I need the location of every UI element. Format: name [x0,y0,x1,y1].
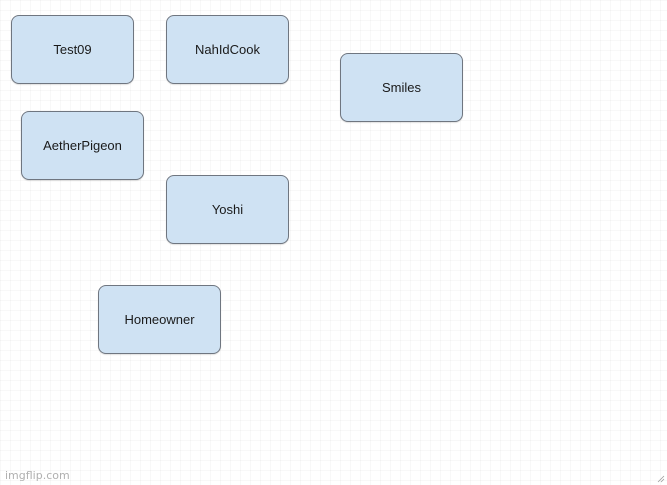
node-label: Smiles [381,80,421,95]
watermark: imgflip.com [5,469,70,482]
resize-grip-icon[interactable] [657,475,665,483]
node-label: Yoshi [211,202,244,217]
node-homeowner[interactable]: Homeowner [98,285,221,354]
node-label: NahIdCook [194,42,261,57]
node-aetherpigeon[interactable]: AetherPigeon [21,111,144,180]
node-label: Test09 [53,42,92,57]
node-label: AetherPigeon [43,138,122,153]
node-nahidcook[interactable]: NahIdCook [166,15,289,84]
node-smiles[interactable]: Smiles [340,53,463,122]
node-label: Homeowner [124,312,195,327]
node-test09[interactable]: Test09 [11,15,134,84]
node-yoshi[interactable]: Yoshi [166,175,289,244]
